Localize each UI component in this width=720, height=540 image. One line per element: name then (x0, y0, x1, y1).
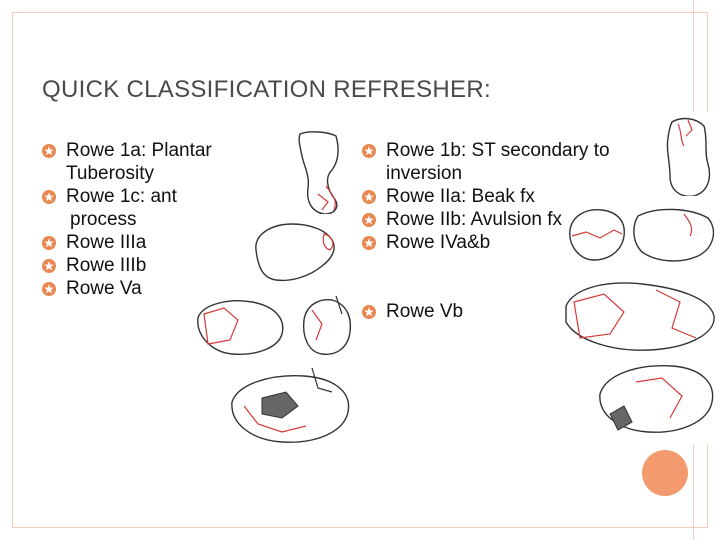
rowe-2a-tracing-image (562, 196, 632, 272)
star-bullet-icon (362, 213, 376, 227)
list-item: Rowe 1a: Plantar Tuberosity (42, 139, 252, 185)
star-bullet-icon (362, 190, 376, 204)
list-item: Rowe IIa: Beak fx (362, 185, 702, 208)
rowe-2b-tracing-image (628, 196, 720, 272)
list-item: Rowe Va (42, 277, 252, 300)
star-bullet-icon (42, 236, 56, 250)
rowe-1c-tracing-image (246, 214, 342, 292)
star-bullet-icon (362, 144, 376, 158)
list-item: Rowe IVa&b (362, 231, 702, 254)
list-item: Rowe IIb: Avulsion fx (362, 208, 702, 231)
list-item-text: Rowe 1b: ST secondary to (386, 140, 610, 161)
list-item-text: Rowe Vb (386, 301, 464, 322)
list-item-text: Rowe IIIb (66, 255, 147, 276)
list-item-text: Rowe IIb: Avulsion fx (386, 209, 563, 230)
star-bullet-icon (42, 282, 56, 296)
list-item: Rowe IIIb (42, 254, 252, 277)
rowe-1a-tracing-image (288, 126, 358, 218)
rowe-5a-tracing-image (222, 362, 358, 454)
slide-title: QUICK CLASSIFICATION REFRESHER: (42, 76, 491, 103)
rowe-1b-tracing-image (652, 112, 720, 202)
list-item: Rowe 1b: ST secondary to inversion (362, 139, 702, 185)
list-item-text-cont: Tuberosity (66, 163, 154, 184)
star-bullet-icon (42, 259, 56, 273)
list-item-text: Rowe Va (66, 278, 142, 299)
list-item-text: Rowe 1a: Plantar (66, 140, 212, 161)
list-item-text: Rowe IVa&b (386, 232, 491, 253)
list-item-text: Rowe IIa: Beak fx (386, 186, 535, 207)
list-item: Rowe IIIa (42, 231, 252, 254)
rowe-4-tracing-image (560, 272, 720, 358)
list-item-text: Rowe 1c: ant (66, 186, 177, 207)
rowe-5b-tracing-image (592, 352, 720, 444)
star-bullet-icon (42, 190, 56, 204)
star-bullet-icon (362, 236, 376, 250)
list-item-text: Rowe IIIa (66, 232, 147, 253)
rowe-3a-tracing-image (292, 290, 360, 362)
star-bullet-icon (362, 305, 376, 319)
list-item: Rowe 1c: ant process (42, 185, 252, 231)
star-bullet-icon (42, 144, 56, 158)
right-bullet-list: Rowe 1b: ST secondary to inversion Rowe … (362, 139, 702, 323)
list-item: Rowe Vb (362, 300, 702, 323)
list-item-text-cont: process (70, 209, 137, 230)
rowe-3b-tracing-image (190, 290, 292, 362)
list-item-text-cont: inversion (386, 163, 463, 184)
left-bullet-list: Rowe 1a: Plantar Tuberosity Rowe 1c: ant… (42, 139, 252, 300)
decorative-circle (642, 450, 688, 496)
